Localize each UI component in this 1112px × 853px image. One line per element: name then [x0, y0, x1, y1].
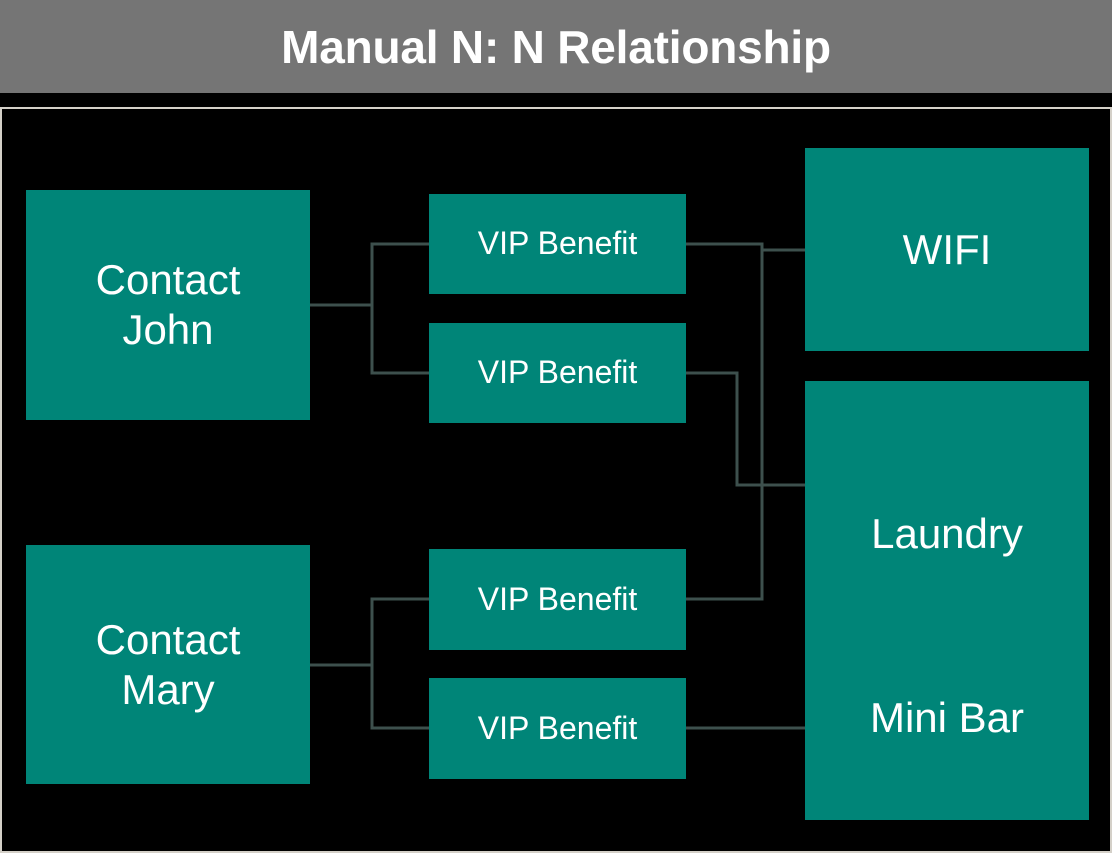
diagram-inner: Contact John VIP Benefit VIP Benefit WIF…: [2, 109, 1110, 851]
title-bar: Manual N: N Relationship: [0, 0, 1112, 93]
node-vip-benefit-4[interactable]: VIP Benefit: [429, 678, 686, 779]
page-title: Manual N: N Relationship: [281, 20, 831, 73]
diagram-canvas: Contact John VIP Benefit VIP Benefit WIF…: [0, 107, 1112, 853]
node-contact-john[interactable]: Contact John: [26, 190, 310, 420]
link-mary-benefit4: [310, 663, 429, 730]
node-vip-benefit-2[interactable]: VIP Benefit: [429, 323, 686, 423]
node-wifi[interactable]: WIFI: [805, 148, 1089, 351]
link-benefit3-wifi: [686, 248, 805, 601]
link-benefit1-wifi: [686, 242, 805, 252]
link-mary-benefit3: [310, 597, 429, 667]
node-vip-benefit-1[interactable]: VIP Benefit: [429, 194, 686, 294]
node-mini-bar[interactable]: Mini Bar: [805, 616, 1089, 820]
node-contact-mary[interactable]: Contact Mary: [26, 545, 310, 784]
link-benefit2-laundry: [686, 371, 805, 487]
link-john-benefit2: [310, 303, 429, 375]
node-vip-benefit-3[interactable]: VIP Benefit: [429, 549, 686, 650]
link-john-benefit1: [310, 242, 429, 307]
